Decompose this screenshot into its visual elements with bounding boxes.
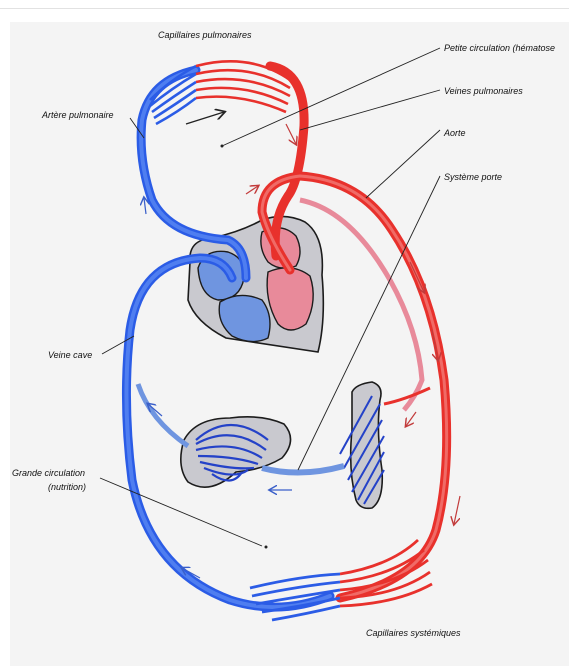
label-grande-circulation: Grande circulation — [12, 468, 85, 478]
systemic-capillaries-red — [340, 540, 432, 606]
liver-organ — [351, 382, 383, 508]
intestine-organ — [181, 417, 291, 487]
label-aorte: Aorte — [443, 128, 466, 138]
label-capillaires-pulmonaires: Capillaires pulmonaires — [158, 30, 252, 40]
label-nutrition: (nutrition) — [48, 482, 86, 492]
label-petite-circulation: Petite circulation (hématose — [444, 43, 555, 53]
label-systeme-porte: Système porte — [444, 172, 502, 182]
portal-vein — [262, 466, 344, 473]
systemic-dot — [265, 546, 268, 549]
label-veine-cave: Veine cave — [48, 350, 92, 360]
label-veines-pulmonaires: Veines pulmonaires — [444, 86, 523, 96]
pulmonary-dot — [221, 145, 224, 148]
mesenteric-vein — [138, 384, 188, 446]
hepatic-artery — [384, 388, 430, 404]
label-capillaires-systemiques: Capillaires systémiques — [366, 628, 461, 638]
label-artere-pulmonaire: Artère pulmonaire — [41, 110, 114, 120]
